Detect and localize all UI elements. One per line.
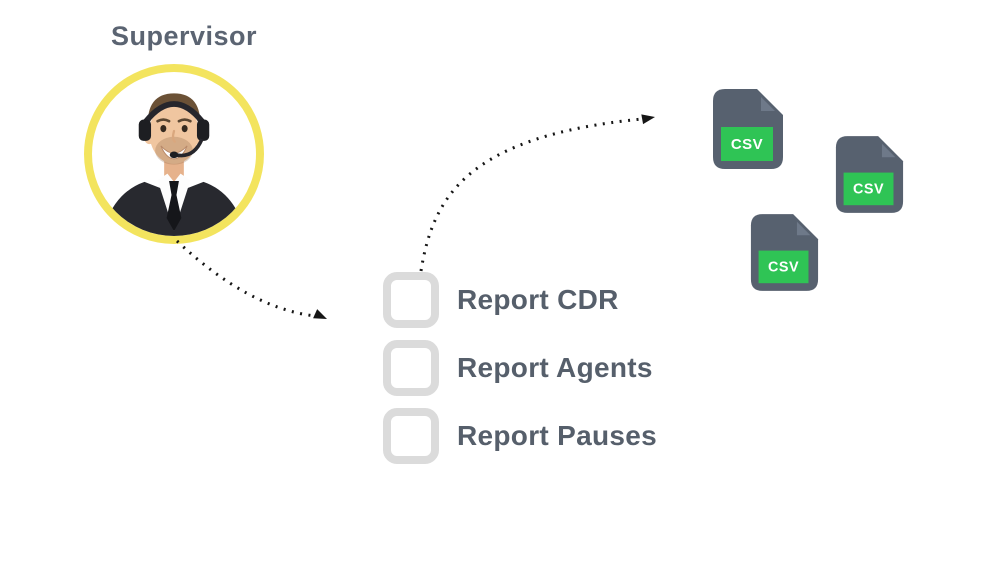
checkbox-report-pauses[interactable] xyxy=(383,408,439,464)
checkbox-report-agents[interactable] xyxy=(383,340,439,396)
csv-file-3: CSV xyxy=(749,212,820,293)
csv-file-label: CSV xyxy=(731,136,763,153)
checklist-row-report-pauses: Report Pauses xyxy=(383,408,657,464)
supervisor-avatar xyxy=(84,64,264,244)
csv-file-icon: CSV xyxy=(713,89,783,169)
checkbox-label-report-pauses: Report Pauses xyxy=(457,420,657,451)
csv-file-label: CSV xyxy=(768,260,799,276)
checkbox-report-cdr[interactable] xyxy=(383,272,439,328)
csv-file-icon: CSV xyxy=(750,214,819,291)
checkbox-label-report-agents: Report Agents xyxy=(457,352,653,383)
arrow-reports-to-csv xyxy=(419,114,655,272)
csv-file-icon: CSV xyxy=(835,136,904,213)
supervisor-photo-icon xyxy=(101,93,247,236)
csv-file-label: CSV xyxy=(853,182,884,198)
checkbox-label-report-cdr: Report CDR xyxy=(457,284,619,315)
arrow-supervisor-to-reports xyxy=(175,239,327,319)
checklist-row-report-agents: Report Agents xyxy=(383,340,653,396)
checklist-row-report-cdr: Report CDR xyxy=(383,272,619,328)
csv-file-2: CSV xyxy=(834,134,905,215)
csv-file-1: CSV xyxy=(711,87,785,171)
page-title: Supervisor xyxy=(111,21,258,51)
